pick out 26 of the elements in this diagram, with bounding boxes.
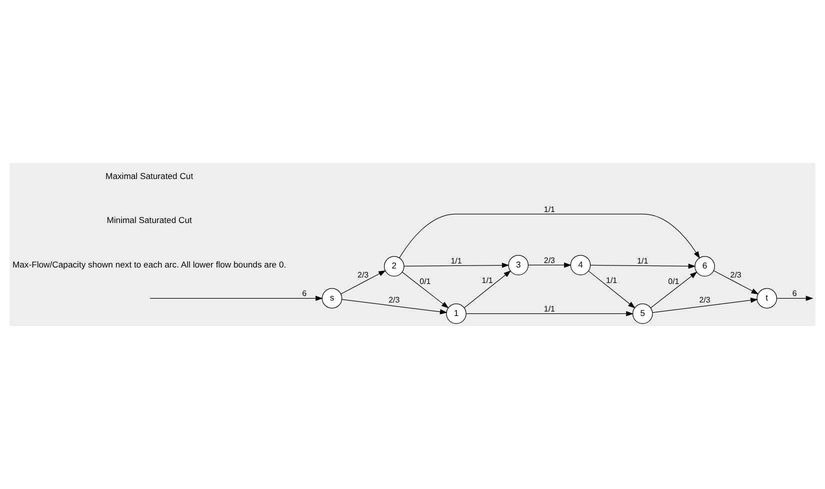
node-circle: 5: [632, 304, 653, 324]
arrow: [399, 214, 700, 259]
arrow: [650, 272, 698, 308]
label: Max-Flow/Capacity shown next to each arc. All lower flow bounds are 0.: [12, 259, 286, 270]
node-circle: t: [756, 288, 778, 308]
arrow: [714, 270, 759, 294]
node-circle: 4: [570, 254, 591, 276]
arrow: [466, 311, 634, 316]
node-circle: 1: [446, 304, 466, 324]
arrow: [652, 298, 758, 313]
arrow: [342, 299, 448, 314]
arrow: [588, 270, 636, 308]
arrow: [404, 262, 510, 268]
label: Minimal Saturated Cut: [106, 215, 192, 226]
arrow: [776, 296, 814, 301]
node-circle: 3: [508, 254, 529, 276]
node-circle: 2: [384, 256, 404, 276]
node-circle: 6: [694, 256, 715, 276]
arrow: [402, 272, 449, 308]
label: Maximal Saturated Cut: [106, 170, 194, 181]
arrow: [590, 264, 696, 269]
arrow: [464, 270, 512, 308]
node-circle: s: [322, 288, 342, 308]
arrow: [150, 296, 323, 301]
arrow: [528, 262, 572, 268]
arrow: [340, 270, 386, 294]
